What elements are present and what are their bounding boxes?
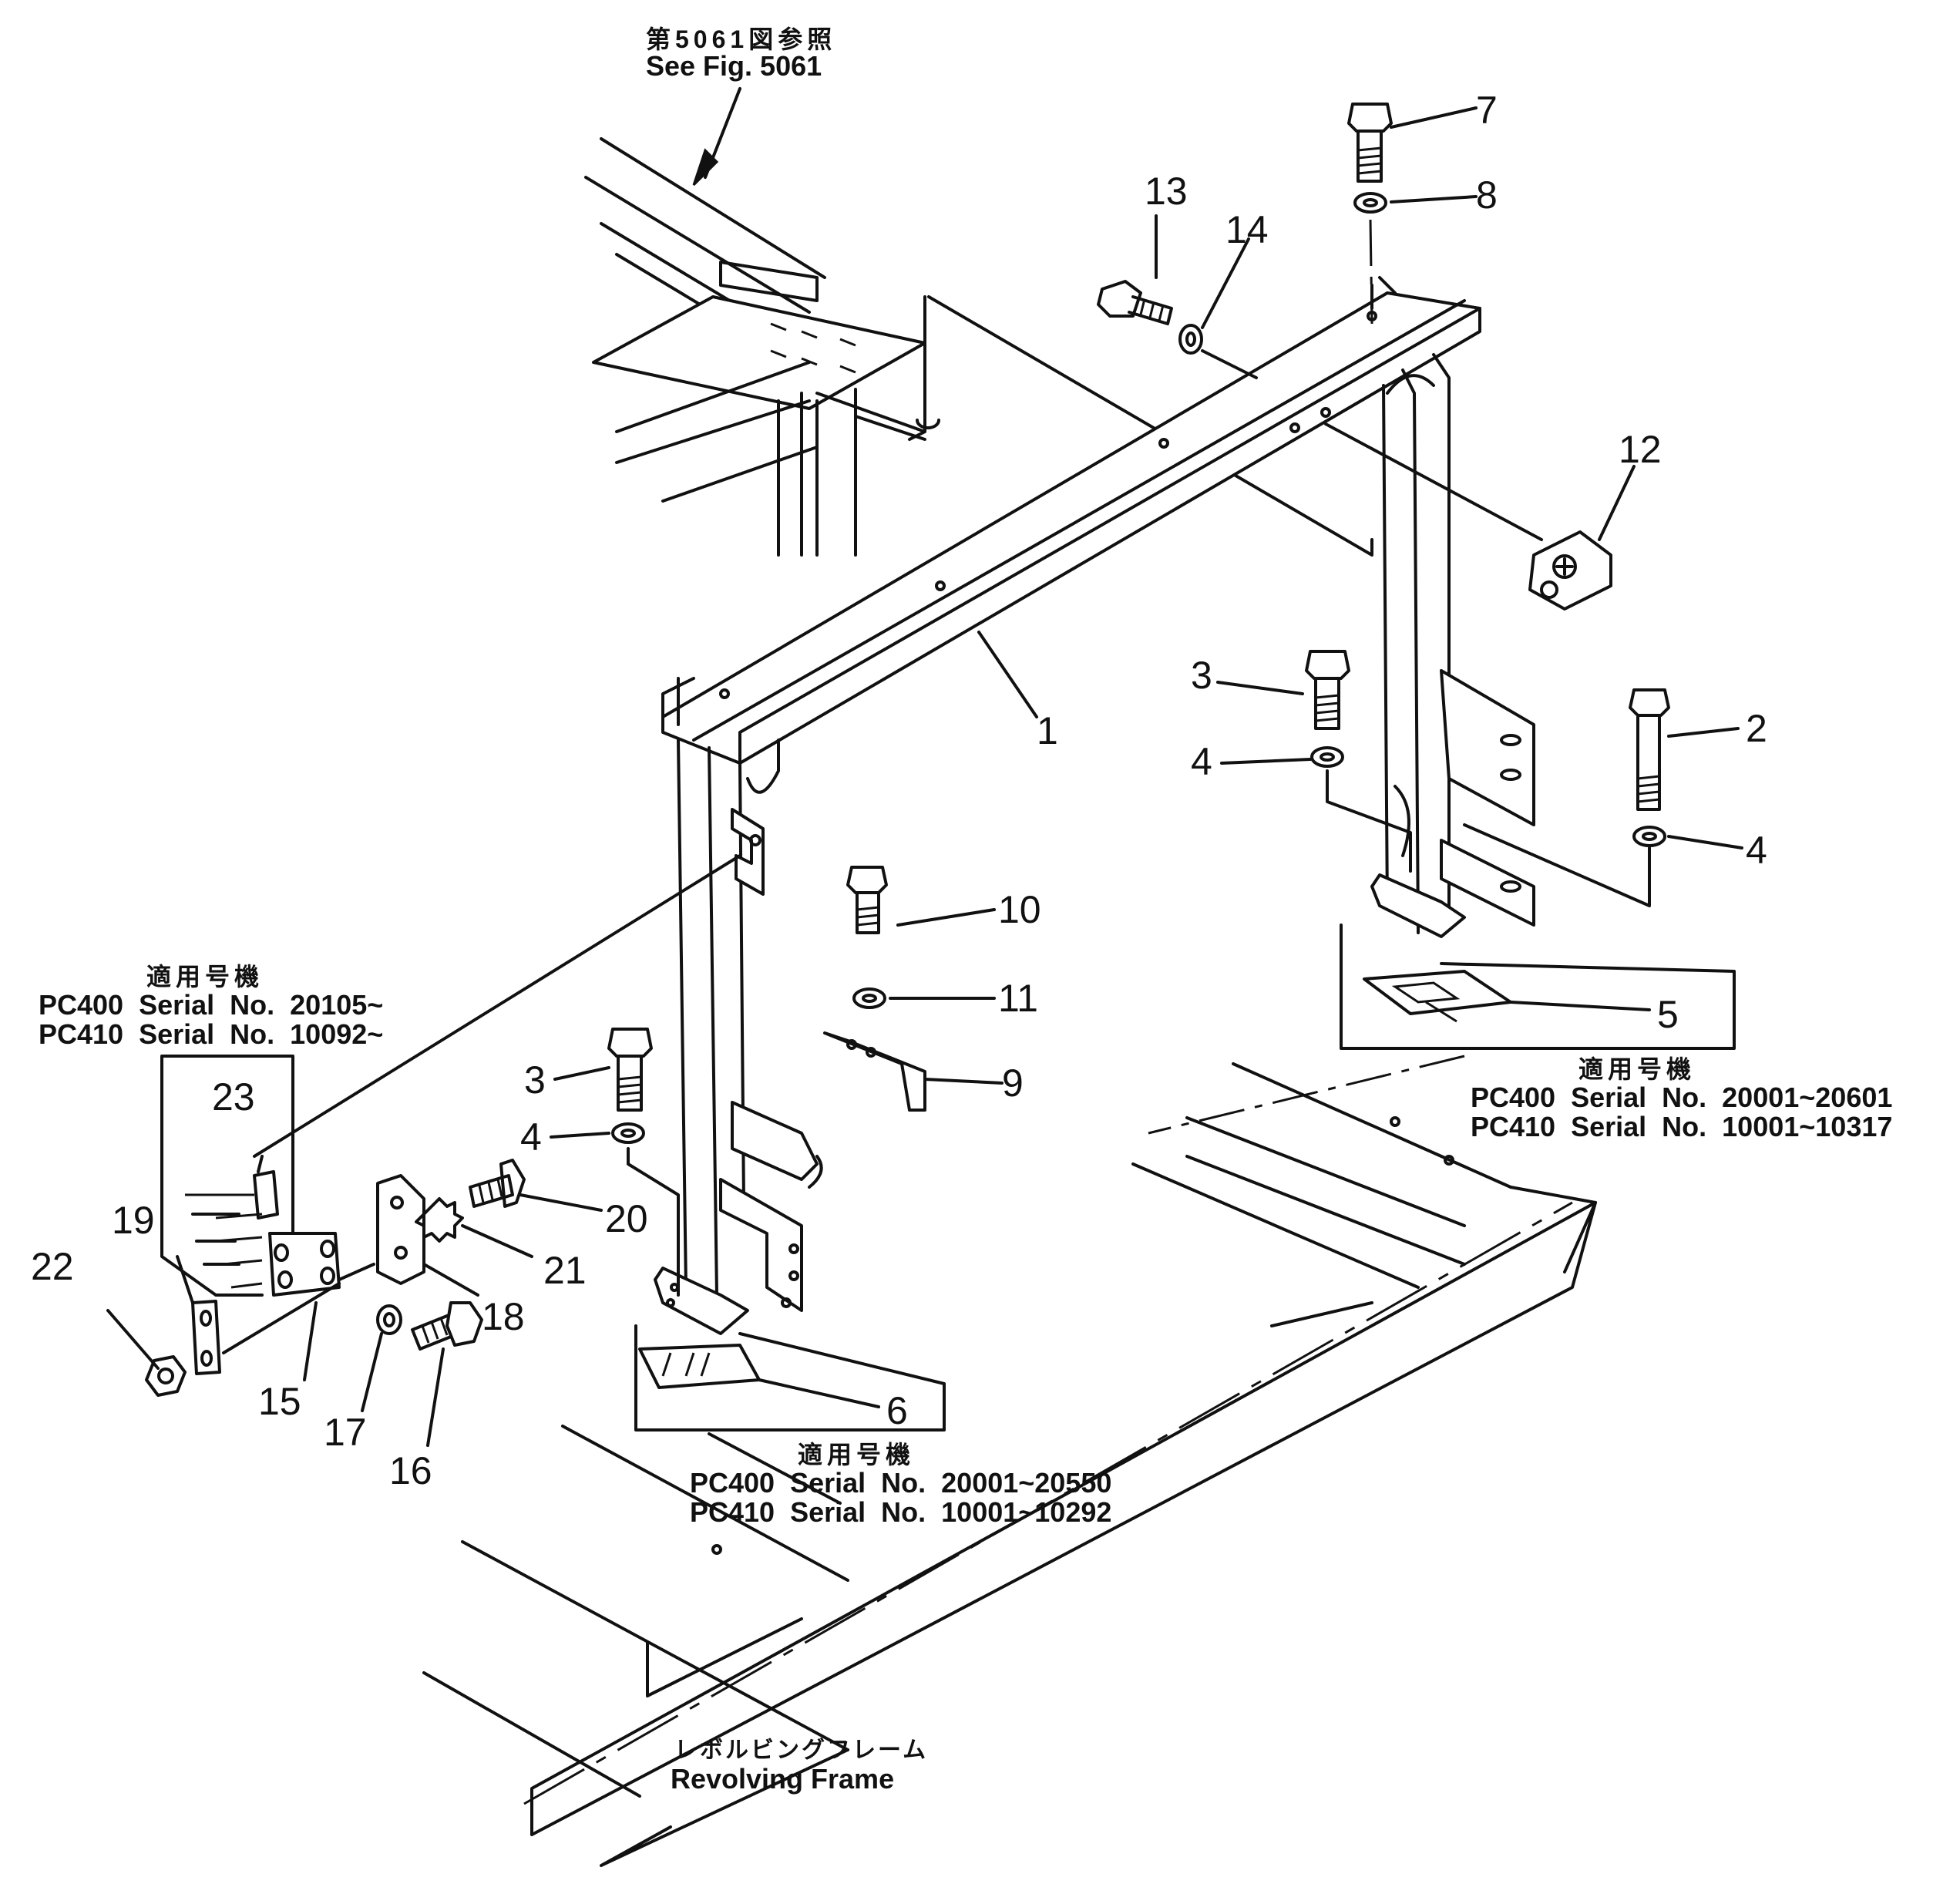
callout-3-left: 3 (524, 1058, 546, 1102)
callout-2: 2 (1746, 707, 1767, 750)
screw-20 (469, 1159, 526, 1208)
callout-4-right-b: 4 (1746, 829, 1767, 872)
bottom-note-line2: PC410 Serial No. 10001~10292 (690, 1496, 1111, 1528)
callout-14: 14 (1225, 208, 1269, 251)
bolt-13 (1097, 280, 1173, 325)
callout-12: 12 (1619, 428, 1662, 471)
frame-label-jp: レボルビングフレーム (674, 1738, 928, 1763)
plate-19 (191, 1300, 221, 1375)
main-frame-part-1 (654, 276, 1535, 1335)
callout-6: 6 (886, 1389, 908, 1432)
washer-4-left (611, 1122, 645, 1144)
left-note-line2: PC410 Serial No. 10092~ (39, 1018, 383, 1050)
top-ref-en: See Fig. 5061 (646, 50, 822, 82)
lock-washer-21 (415, 1197, 464, 1243)
bracket-group-left (145, 854, 741, 1397)
bolt-7 (1347, 103, 1393, 183)
callout-23: 23 (212, 1075, 255, 1119)
callout-19: 19 (112, 1199, 155, 1242)
washer-17 (376, 1304, 402, 1335)
washer-4-right-a (1310, 746, 1344, 768)
bottom-note-jp: 適用号機 (798, 1441, 915, 1469)
callout-18: 18 (482, 1295, 525, 1338)
callout-20: 20 (605, 1197, 648, 1240)
callout-3-right: 3 (1191, 654, 1212, 697)
washer-14 (1178, 324, 1203, 355)
reference-arrowhead (692, 148, 719, 187)
bolt-2 (1629, 688, 1670, 811)
revolving-frame (422, 1055, 1597, 1867)
washer-11 (852, 987, 886, 1009)
callout-15: 15 (258, 1380, 301, 1423)
bracket-18 (376, 1174, 425, 1285)
callout-21: 21 (543, 1249, 587, 1292)
shim-plate-6-group (634, 1324, 946, 1432)
callout-4-right-a: 4 (1191, 740, 1212, 783)
callout-5: 5 (1657, 993, 1679, 1036)
callout-11: 11 (998, 977, 1038, 1020)
frame-label-en: Revolving Frame (671, 1763, 894, 1795)
washer-8 (1353, 192, 1387, 214)
clamp-12 (1324, 422, 1612, 611)
bolt-3-right (1305, 650, 1350, 730)
shim-plate-5-group (1340, 923, 1736, 1050)
top-ref-jp: 第5061図参照 (646, 25, 836, 53)
right-note-line2: PC410 Serial No. 10001~10317 (1471, 1111, 1892, 1142)
right-note-line1: PC400 Serial No. 20001~20601 (1471, 1082, 1892, 1113)
callout-13: 13 (1145, 170, 1188, 213)
upper-frame-reference (584, 137, 1373, 557)
callout-8: 8 (1476, 173, 1498, 217)
bolt-10 (846, 866, 888, 934)
leader-lines (106, 106, 1743, 1447)
callout-7: 7 (1476, 89, 1498, 132)
left-note-jp: 適用号機 (146, 963, 264, 991)
left-note-line1: PC400 Serial No. 20105~ (39, 989, 383, 1021)
part-23 (253, 1170, 279, 1220)
bottom-note-line1: PC400 Serial No. 20001~20550 (690, 1467, 1111, 1499)
callout-22: 22 (31, 1245, 74, 1288)
callout-17: 17 (324, 1411, 367, 1454)
callout-16: 16 (389, 1449, 432, 1492)
callout-1: 1 (1037, 709, 1058, 752)
bolt-3-left (607, 1028, 653, 1112)
washer-4-right-b (1632, 826, 1666, 847)
callout-9: 9 (1002, 1061, 1024, 1105)
right-note-jp: 適用号機 (1578, 1055, 1696, 1083)
bolt-16 (411, 1301, 483, 1351)
callout-10: 10 (998, 888, 1041, 931)
callout-4-left: 4 (520, 1115, 542, 1159)
